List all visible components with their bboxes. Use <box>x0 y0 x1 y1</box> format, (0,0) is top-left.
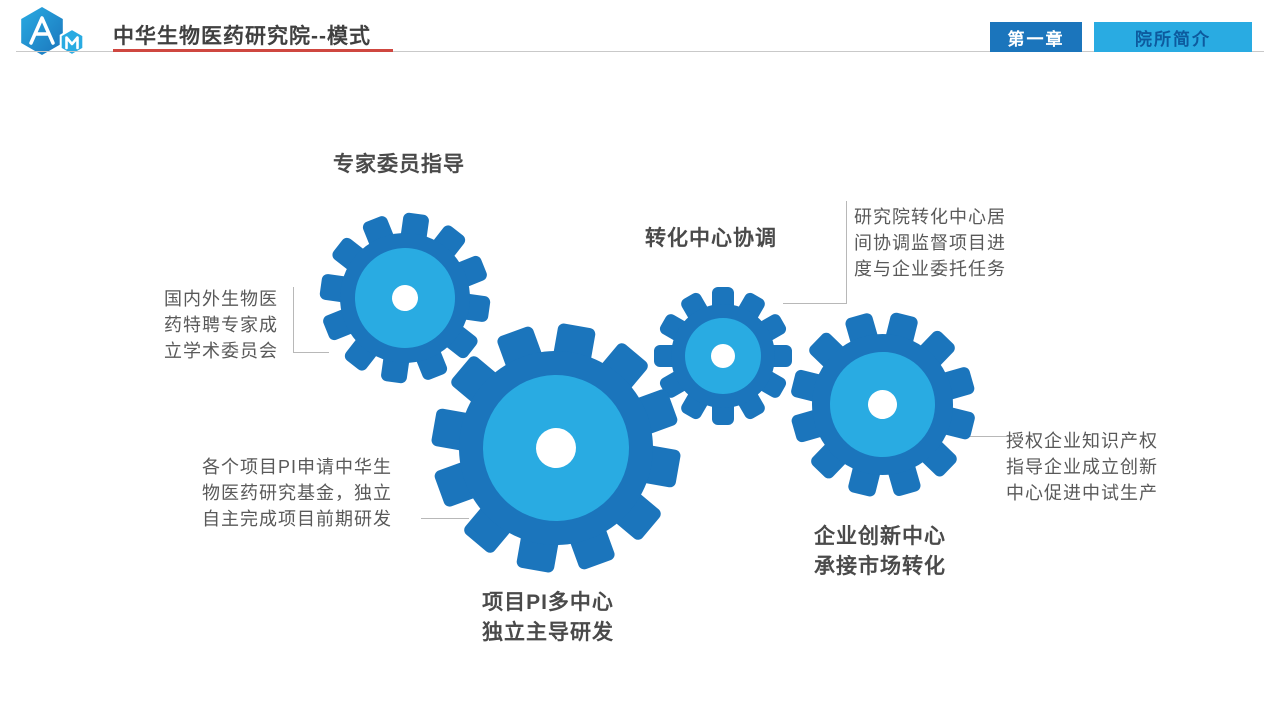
connector-transfer-vertical <box>846 201 847 304</box>
label-enterprise-innovation: 企业创新中心 承接市场转化 <box>814 525 946 578</box>
gear-hub-hole <box>711 344 735 368</box>
header-divider-line <box>16 51 1264 52</box>
gear-transfer-center <box>654 287 792 425</box>
gear-enterprise-innovation <box>770 292 994 516</box>
connector-transfer-horizontal <box>783 303 847 304</box>
connector-expert-horizontal <box>293 352 329 353</box>
callout-enterprise-innovation: 授权企业知识产权 指导企业成立创新 中心促进中试生产 <box>1006 431 1158 503</box>
connector-enterprise-horizontal <box>963 436 1007 437</box>
label-transfer-center: 转化中心协调 <box>645 227 777 250</box>
title-underline-accent <box>113 49 393 52</box>
callout-expert-committee: 国内外生物医 药特聘专家成 立学术委员会 <box>164 289 278 361</box>
connector-expert-vertical <box>293 287 294 353</box>
section-badge: 院所简介 <box>1094 22 1252 52</box>
callout-transfer-center: 研究院转化中心居 间协调监督项目进 度与企业委托任务 <box>854 207 1006 279</box>
label-expert-committee: 专家委员指导 <box>333 153 465 176</box>
connector-pi-horizontal <box>421 518 469 519</box>
institute-logo-icon <box>21 7 85 57</box>
label-pi-multicenter: 项目PI多中心 独立主导研发 <box>482 591 614 644</box>
gear-pi-multicenter <box>412 304 699 591</box>
page-title: 中华生物医药研究院--模式 <box>113 25 371 48</box>
callout-pi-multicenter: 各个项目PI申请中华生 物医药研究基金，独立 自主完成项目前期研发 <box>202 457 393 529</box>
chapter-badge: 第一章 <box>990 22 1082 52</box>
